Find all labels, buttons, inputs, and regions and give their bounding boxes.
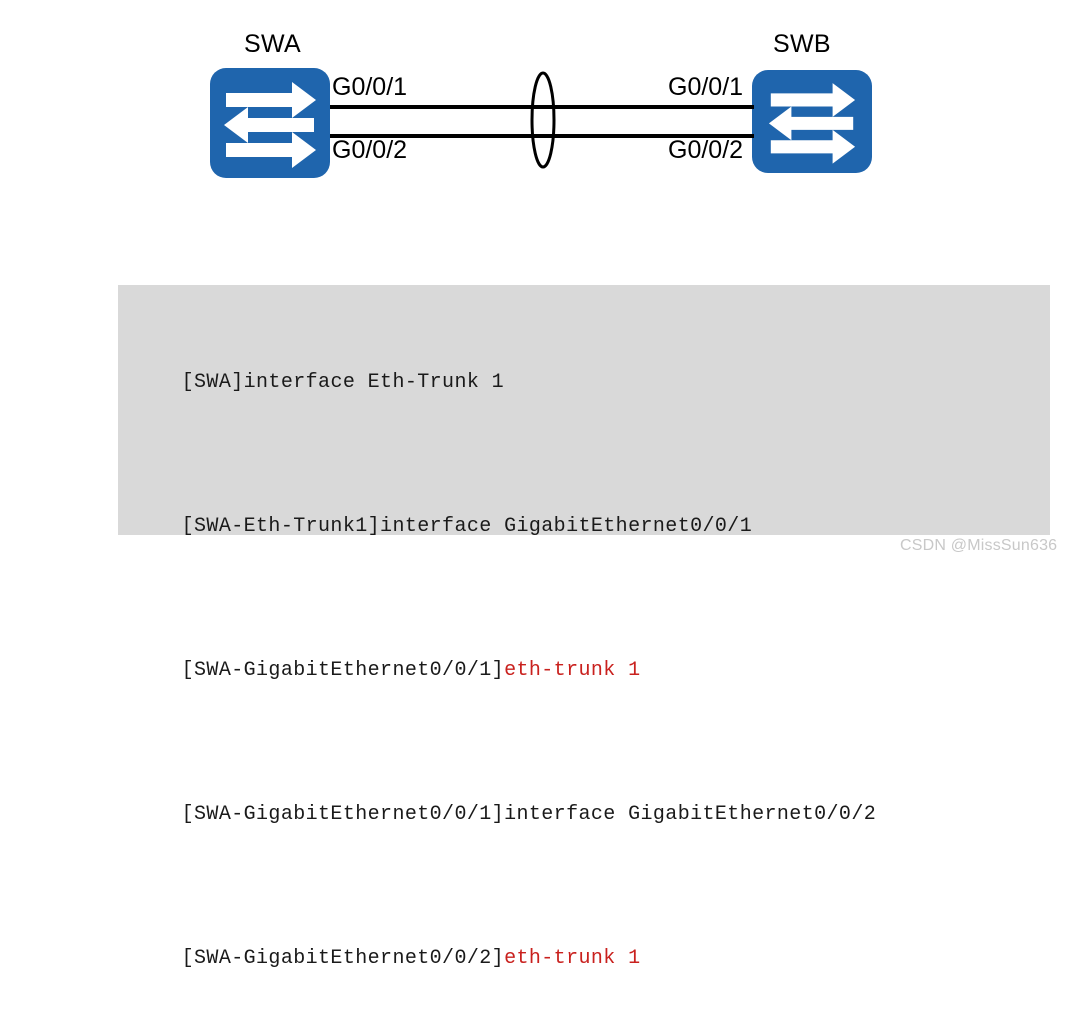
cli-prompt: [SWA-Eth-Trunk1] bbox=[181, 515, 381, 538]
cli-line: [SWA]interface Eth-Trunk 1 bbox=[132, 311, 1050, 455]
port-label-swa-g0-0-1: G0/0/1 bbox=[332, 73, 408, 101]
link-line-g0-0-2 bbox=[330, 134, 754, 138]
cli-line: [SWA-GigabitEthernet0/0/1]eth-trunk 1 bbox=[132, 599, 1050, 743]
network-switch-icon-swa bbox=[210, 68, 330, 178]
cli-text: interface Eth-Trunk 1 bbox=[243, 371, 505, 394]
cli-prompt: [SWA] bbox=[181, 371, 244, 394]
port-label-swb-g0-0-2: G0/0/2 bbox=[668, 136, 744, 164]
link-aggregation-ellipse-icon bbox=[528, 70, 558, 170]
port-label-swa-g0-0-2: G0/0/2 bbox=[332, 136, 408, 164]
link-line-g0-0-1 bbox=[330, 105, 754, 109]
cli-text: interface GigabitEthernet0/0/1 bbox=[380, 515, 753, 538]
port-label-swb-g0-0-1: G0/0/1 bbox=[668, 73, 744, 101]
network-switch-icon-swb bbox=[752, 70, 872, 173]
cli-command-highlight: eth-trunk 1 bbox=[504, 659, 641, 682]
cli-prompt: [SWA-GigabitEthernet0/0/2] bbox=[181, 947, 505, 970]
cli-line: [SWA-GigabitEthernet0/0/2]eth-trunk 1 bbox=[132, 887, 1050, 1031]
device-label-swb: SWB bbox=[773, 30, 831, 58]
cli-prompt: [SWA-GigabitEthernet0/0/1] bbox=[181, 803, 505, 826]
watermark-text: CSDN @MissSun636 bbox=[900, 537, 1058, 554]
cli-line: [SWA-Eth-Trunk1]interface GigabitEtherne… bbox=[132, 455, 1050, 599]
cli-line: [SWA-GigabitEthernet0/0/1]interface Giga… bbox=[132, 743, 1050, 887]
cli-text: interface GigabitEthernet0/0/2 bbox=[504, 803, 877, 826]
cli-configuration-block: [SWA]interface Eth-Trunk 1 [SWA-Eth-Trun… bbox=[118, 285, 1050, 970]
cli-prompt: [SWA-GigabitEthernet0/0/1] bbox=[181, 659, 505, 682]
network-topology-diagram: SWA SWB G0/0/1 G0/0/2 G0/0/1 G0/0/2 bbox=[0, 0, 1076, 210]
device-label-swa: SWA bbox=[244, 30, 301, 58]
cli-command-highlight: eth-trunk 1 bbox=[504, 947, 641, 970]
